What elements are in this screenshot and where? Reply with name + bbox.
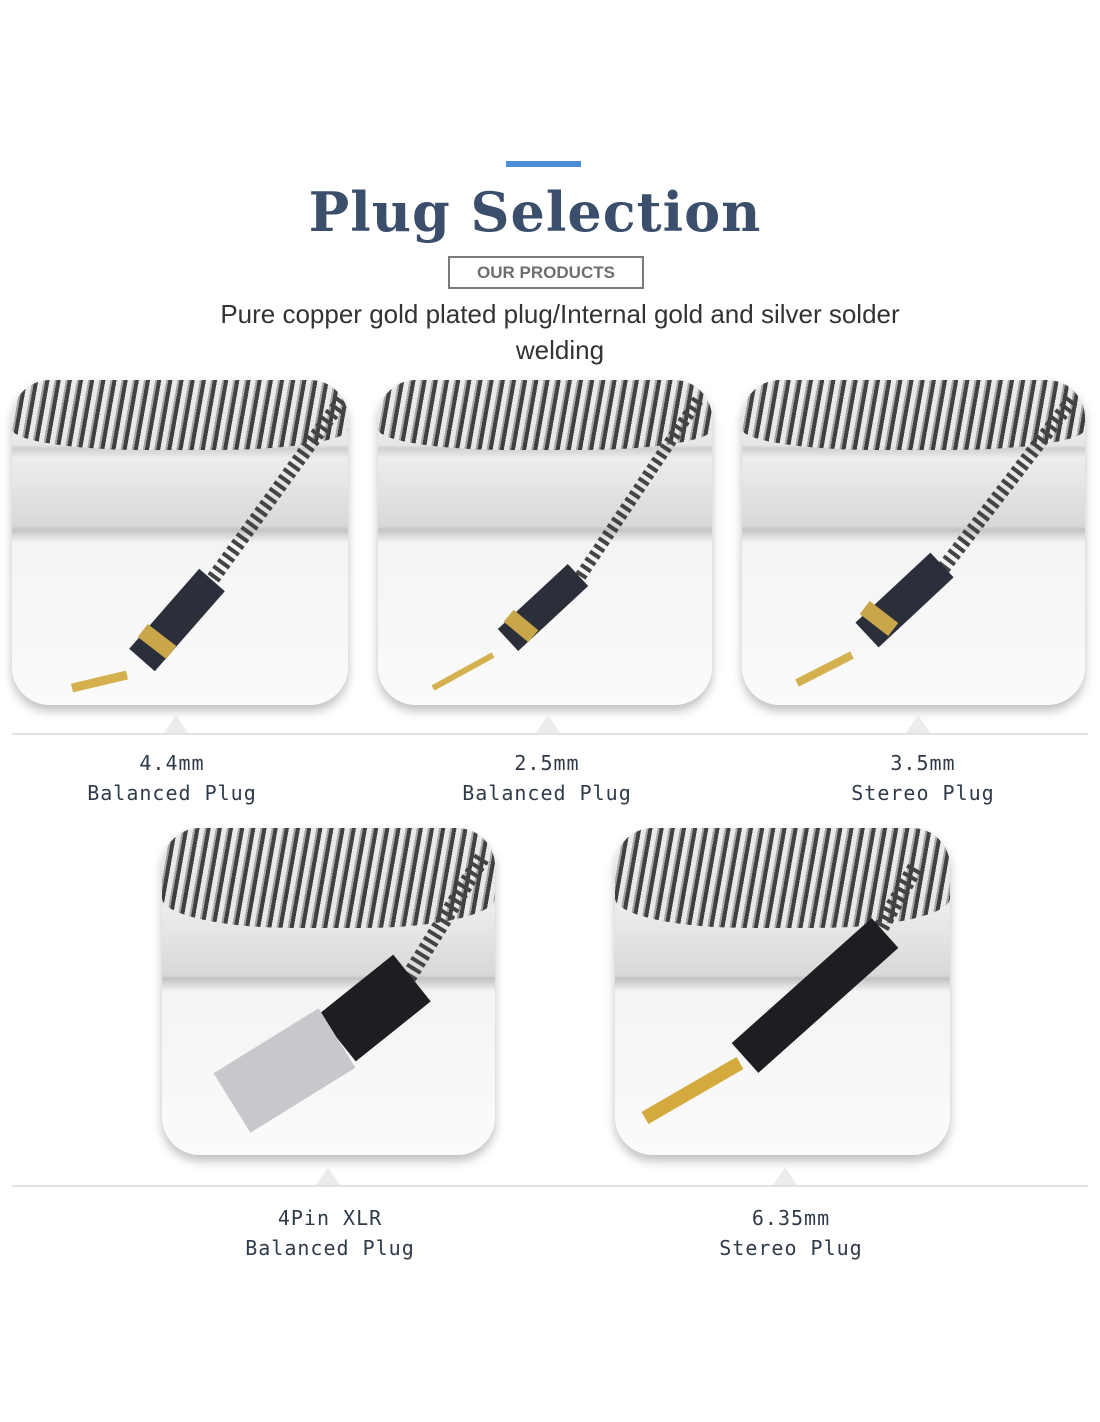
subtitle: Pure copper gold plated plug/Internal go… [220, 299, 900, 365]
product-image-3-5mm [742, 380, 1085, 705]
product-size: 4Pin XLR [277, 1206, 383, 1230]
product-type: Balanced Plug [87, 781, 257, 805]
product-type: Balanced Plug [245, 1236, 415, 1260]
product-type: Stereo Plug [719, 1236, 863, 1260]
product-size: 4.4mm [139, 751, 205, 775]
product-image-4pin-xlr [162, 828, 495, 1155]
product-image-6-35mm [615, 828, 950, 1155]
product-size: 6.35mm [751, 1206, 831, 1230]
product-size: 2.5mm [514, 751, 580, 775]
product-label-4pin-xlr: 4Pin XLR Balanced Plug [200, 1203, 460, 1263]
product-type: Stereo Plug [851, 781, 995, 805]
product-type: Balanced Plug [462, 781, 632, 805]
row-divider [12, 1185, 1088, 1187]
title-accent-bar [506, 161, 581, 167]
row-divider [12, 733, 1088, 735]
page-title: Plug Selection [308, 180, 762, 244]
product-size: 3.5mm [890, 751, 956, 775]
product-image-2-5mm [378, 380, 712, 705]
product-image-4-4mm [12, 380, 348, 705]
our-products-badge: OUR PRODUCTS [448, 256, 644, 289]
